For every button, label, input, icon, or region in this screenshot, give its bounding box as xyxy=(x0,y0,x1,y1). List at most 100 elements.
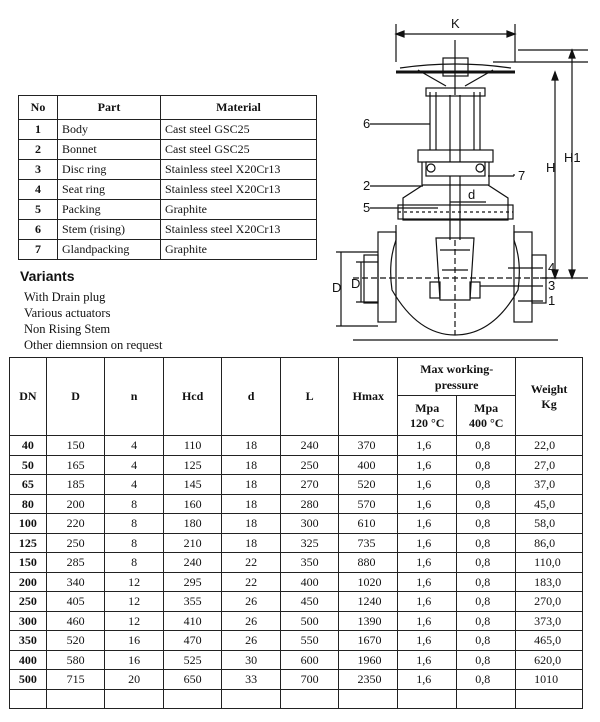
cell-l: 325 xyxy=(279,532,340,553)
cell-n: 20 xyxy=(104,669,164,690)
cell-d: 18 xyxy=(221,493,281,514)
cell-d: 26 xyxy=(221,591,281,612)
header-d: d xyxy=(221,357,281,436)
cell-mpa-400: 0,8 xyxy=(456,532,517,553)
header-mpa-120-label: Mpa xyxy=(415,400,440,415)
cell-weight: 45,0 xyxy=(515,493,583,514)
cell-hmax: 735 xyxy=(338,532,399,553)
cell-d-outer: 185 xyxy=(45,474,106,495)
cell-d-outer: 715 xyxy=(45,669,106,690)
cell-mpa-400: 0,8 xyxy=(456,552,517,573)
cell-l: 270 xyxy=(279,474,340,495)
cell-mpa-400: 0,8 xyxy=(456,454,517,475)
cell-d-outer: 150 xyxy=(45,435,106,456)
dim-h1-label: H1 xyxy=(564,150,581,165)
cell-weight: 373,0 xyxy=(515,610,583,631)
cell-d: 26 xyxy=(221,630,281,651)
cell-d: 30 xyxy=(221,649,281,670)
cell-d: 18 xyxy=(221,474,281,495)
cell-d: 33 xyxy=(221,669,281,690)
cell-mpa-120: 1,6 xyxy=(397,493,458,514)
cell-d: 18 xyxy=(221,435,281,456)
cell-weight: 620,0 xyxy=(515,649,583,670)
parts-cell-material: Stainless steel X20Cr13 xyxy=(160,179,317,200)
cell-mpa-400 xyxy=(456,688,517,709)
header-hcd: Hcd xyxy=(162,357,223,436)
cell-weight: 22,0 xyxy=(515,435,583,456)
cell-n: 8 xyxy=(104,532,164,553)
cell-d-outer: 340 xyxy=(45,571,106,592)
header-hmax: Hmax xyxy=(338,357,399,436)
cell-weight: 110,0 xyxy=(515,552,583,573)
cell-hmax xyxy=(338,688,399,709)
cell-mpa-120: 1,6 xyxy=(397,454,458,475)
cell-n: 4 xyxy=(104,474,164,495)
cell-dn: 200 xyxy=(9,571,47,592)
variant-item: Non Rising Stem xyxy=(24,322,111,336)
cell-dn: 350 xyxy=(9,630,47,651)
cell-hmax: 520 xyxy=(338,474,399,495)
cell-l: 500 xyxy=(279,610,340,631)
cell-mpa-120: 1,6 xyxy=(397,591,458,612)
cell-hmax: 1240 xyxy=(338,591,399,612)
cell-hmax: 1670 xyxy=(338,630,399,651)
parts-cell-no: 4 xyxy=(18,179,58,200)
parts-cell-no: 6 xyxy=(18,219,58,240)
cell-hmax: 370 xyxy=(338,435,399,456)
header-pressure-group: Max working-pressure xyxy=(397,357,517,396)
cell-dn: 50 xyxy=(9,454,47,475)
parts-cell-part: Stem (rising) xyxy=(57,219,161,240)
cell-n xyxy=(104,688,164,709)
cell-mpa-120: 1,6 xyxy=(397,474,458,495)
cell-mpa-400: 0,8 xyxy=(456,513,517,534)
cell-dn: 100 xyxy=(9,513,47,534)
cell-l xyxy=(279,688,340,709)
cell-n: 8 xyxy=(104,513,164,534)
parts-cell-no: 2 xyxy=(18,139,58,160)
part-label-1: 1 xyxy=(548,293,555,308)
cell-n: 12 xyxy=(104,610,164,631)
dim-h-label: H xyxy=(546,160,555,175)
cell-d-outer: 220 xyxy=(45,513,106,534)
parts-cell-part: Body xyxy=(57,119,161,140)
variant-item: With Drain plug xyxy=(24,290,106,304)
cell-d xyxy=(221,688,281,709)
header-dn: DN xyxy=(9,357,47,436)
cell-mpa-400: 0,8 xyxy=(456,435,517,456)
cell-dn: 65 xyxy=(9,474,47,495)
cell-hmax: 1390 xyxy=(338,610,399,631)
variants-list: With Drain plug Various actuators Non Ri… xyxy=(20,289,340,353)
parts-cell-part: Glandpacking xyxy=(57,239,161,260)
cell-d: 18 xyxy=(221,454,281,475)
cell-hcd: 240 xyxy=(162,552,223,573)
variants-section: Variants With Drain plug Various actuato… xyxy=(20,268,340,353)
parts-cell-material: Stainless steel X20Cr13 xyxy=(160,159,317,180)
cell-mpa-400: 0,8 xyxy=(456,649,517,670)
cell-hcd: 470 xyxy=(162,630,223,651)
cell-d-outer: 200 xyxy=(45,493,106,514)
cell-d-outer xyxy=(45,688,106,709)
cell-d-outer: 460 xyxy=(45,610,106,631)
parts-cell-material: Cast steel GSC25 xyxy=(160,139,317,160)
cell-n: 16 xyxy=(104,649,164,670)
cell-mpa-400: 0,8 xyxy=(456,630,517,651)
cell-n: 16 xyxy=(104,630,164,651)
cell-hmax: 400 xyxy=(338,454,399,475)
parts-cell-no: 1 xyxy=(18,119,58,140)
part-label-5: 5 xyxy=(363,200,370,215)
cell-n: 8 xyxy=(104,493,164,514)
cell-dn: 400 xyxy=(9,649,47,670)
